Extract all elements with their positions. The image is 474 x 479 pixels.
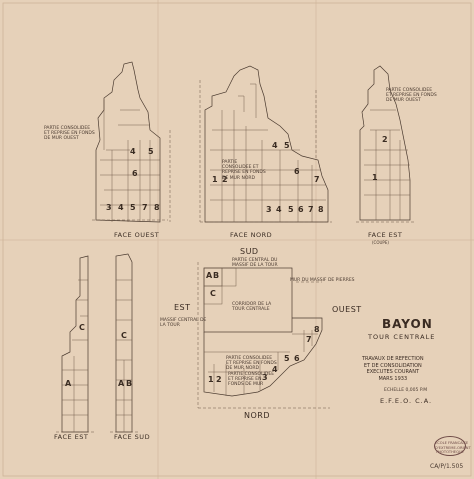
block-number: C	[121, 331, 127, 340]
block-number: A	[206, 271, 213, 280]
small-face-est-section	[56, 255, 94, 433]
small-face-est-label: FACE EST	[54, 433, 89, 441]
tower-plan	[197, 262, 330, 409]
block-number: A	[118, 379, 125, 388]
direction-est: EST	[174, 303, 191, 312]
block-number: 7	[142, 203, 148, 212]
block-number: 4	[272, 141, 278, 150]
block-number: 5	[284, 354, 290, 363]
note-est-top: PARTIE CONSOLIDEE ET REPRISE EN FONDS DE…	[386, 88, 437, 104]
face-ouest-elevation	[92, 61, 171, 223]
block-number: C	[79, 323, 85, 332]
block-number: B	[213, 271, 220, 280]
block-number: 6	[298, 205, 304, 214]
block-number: 5	[284, 141, 290, 150]
block-number: 6	[294, 354, 300, 363]
block-number: B	[126, 379, 133, 388]
face-nord-label: FACE NORD	[230, 231, 273, 239]
face-nord-elevation	[199, 65, 332, 223]
note-nord-center: PARTIE CONSOLIDEE ET REPRISE EN FONDS DE…	[222, 160, 266, 181]
block-number: C	[210, 289, 216, 298]
work-description: TRAVAUX DE REFECTION ET DE CONSOLIDATION…	[362, 356, 424, 382]
drawing-title: BAYON	[382, 317, 433, 331]
scale-note: ECHELLE 0,005 P.M	[384, 388, 428, 393]
face-est-elevation	[356, 65, 414, 223]
block-number: 5	[288, 205, 294, 214]
block-number: 7	[306, 335, 312, 344]
block-number: A	[65, 379, 72, 388]
block-number: 5	[148, 147, 154, 156]
block-number: 2	[216, 375, 222, 384]
block-number: 7	[308, 205, 314, 214]
direction-sud: SUD	[240, 247, 259, 256]
block-number: 3	[106, 203, 112, 212]
block-number: 7	[314, 175, 320, 184]
block-number: 1	[208, 375, 214, 384]
face-est-section-label: (COUPE)	[372, 240, 389, 245]
block-number: 4	[272, 365, 278, 374]
institution: E.F.E.O. C.A.	[380, 397, 433, 405]
block-number: 3	[262, 373, 268, 382]
direction-ouest: OUEST	[332, 305, 362, 314]
note-plan-est: MASSIF CENTRAL DE LA TOUR	[160, 318, 207, 329]
small-face-sud-section	[110, 253, 138, 433]
note-plan-top: PARTIE CENTRAL DU MASSIF DE LA TOUR	[232, 258, 278, 269]
block-number: 8	[318, 205, 324, 214]
block-number: 8	[154, 203, 160, 212]
note-plan-center: CORRIDOR DE LA TOUR CENTRALE	[232, 302, 272, 313]
block-number: 8	[314, 325, 320, 334]
block-number: 4	[276, 205, 282, 214]
block-number: 1	[372, 173, 378, 182]
block-number: 6	[294, 167, 300, 176]
note-plan-bottom: PARTIE CONSOLIDEE ET REPRISE EN FONDS DE…	[228, 372, 275, 388]
small-face-sud-label: FACE SUD	[114, 433, 151, 441]
note-ouest-left: PARTIE CONSOLIDEE ET REPRISE EN FONDS DE…	[44, 126, 95, 142]
drawing-subtitle: TOUR CENTRALE	[368, 333, 436, 341]
block-number: 3	[266, 205, 272, 214]
note-plan-ouest: MUR DU MASSIF DE PIERRES	[290, 278, 355, 283]
block-number: 6	[132, 169, 138, 178]
note-plan-mid: PARTIE CONSOLIDEE ET REPRISE EN FONDS DE…	[226, 356, 277, 372]
block-number: 2	[222, 175, 228, 184]
face-ouest-label: FACE OUEST	[114, 231, 160, 239]
reference-number: CA/P/1.505	[430, 463, 464, 470]
library-stamp: ECOLE FRANCAISE D'EXTREME-ORIENT PHOTOTH…	[434, 436, 471, 456]
stamp-text: ECOLE FRANCAISE D'EXTREME-ORIENT PHOTOTH…	[435, 441, 471, 455]
block-number: 5	[130, 203, 136, 212]
direction-nord: NORD	[244, 411, 270, 420]
block-number: 2	[382, 135, 388, 144]
block-number: 1	[212, 175, 218, 184]
face-est-label: FACE EST	[368, 231, 403, 239]
block-number: 4	[130, 147, 136, 156]
block-number: 4	[118, 203, 124, 212]
